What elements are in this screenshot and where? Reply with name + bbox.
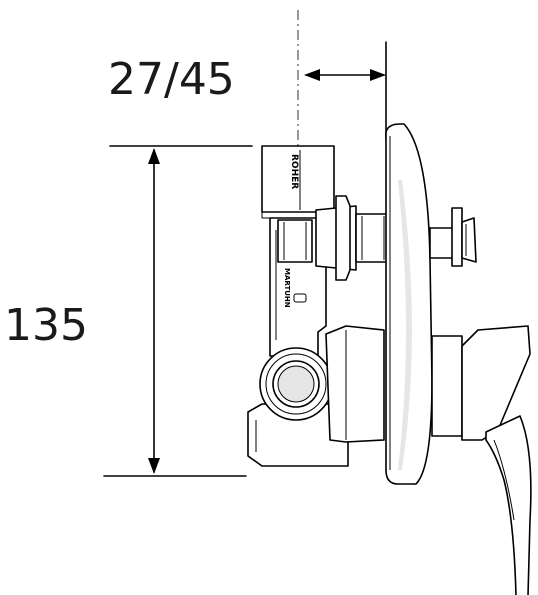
lever-handle — [431, 325, 532, 595]
wall-cover-plate — [385, 123, 433, 485]
side-brand-mark: MARTUHN — [283, 268, 291, 308]
height-dimension-label: 135 — [4, 300, 88, 351]
top-brand-mark: ROHER — [289, 154, 299, 189]
side-logo-badge — [293, 293, 307, 303]
diverter-knob — [429, 207, 477, 267]
mixer-valve-body — [247, 145, 393, 467]
depth-dimension-label: 27/45 — [108, 54, 235, 105]
